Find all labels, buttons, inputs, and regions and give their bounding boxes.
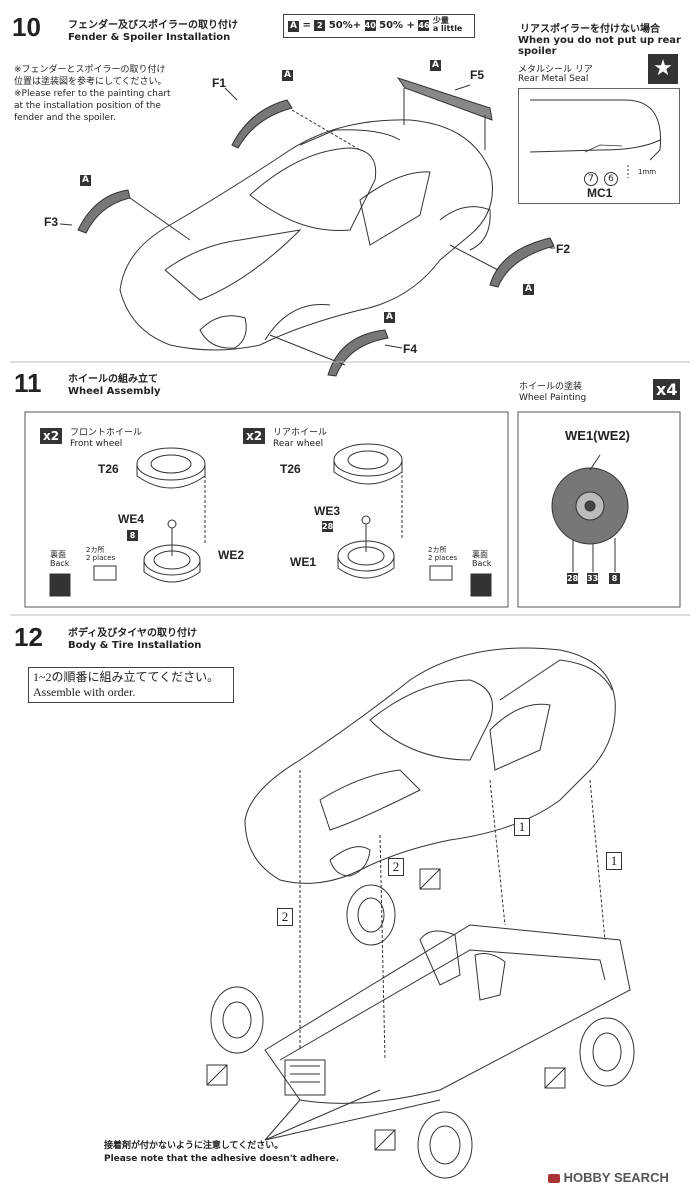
- paint-code: 46: [418, 20, 430, 31]
- part-we1-we2: WE1(WE2): [565, 428, 630, 443]
- paint-letter-f3: A: [80, 175, 91, 186]
- step-12-number: 12: [14, 622, 43, 652]
- seal-code-6: 6: [604, 172, 618, 186]
- paint-code-28: 28: [567, 573, 579, 584]
- paint-letter-f2: A: [523, 284, 534, 295]
- seal-code-7: 7: [584, 172, 598, 186]
- part-f5: F5: [470, 68, 485, 82]
- install-note: ※フェンダーとスポイラーの取り付け 位置は塗装図を参考にしてください。 ※Ple…: [14, 65, 171, 123]
- seal-label-jp: メタルシール リア: [518, 65, 593, 75]
- rear-seal-box: [518, 88, 680, 204]
- dimension-label: 1mm: [638, 168, 657, 176]
- order-note: 1~2の順番に組み立ててください。Assemble with order.: [28, 667, 234, 703]
- paint-letter-f4: A: [384, 312, 395, 323]
- part-t26-front: T26: [98, 462, 119, 476]
- paint-code-33: 33: [587, 573, 599, 584]
- watermark: HOBBY SEARCH: [548, 1170, 669, 1185]
- part-we4: WE4: [118, 512, 145, 526]
- paint-code: 2: [314, 20, 326, 31]
- step-11-number: 11: [14, 368, 42, 398]
- part-f1: F1: [212, 76, 227, 90]
- paint-code: 40: [364, 20, 376, 31]
- step-10-number-box: 10: [12, 12, 58, 46]
- step-number: 10: [12, 12, 41, 42]
- paint-code-28: 28: [322, 521, 334, 532]
- part-t26-rear: T26: [280, 462, 301, 476]
- step-11-title-en: Wheel Assembly: [68, 386, 161, 397]
- percent: 50% +: [379, 20, 415, 31]
- part-we2: WE2: [218, 548, 245, 562]
- adhesive-note: 接着剤が付かないように注意してください。Please note that the…: [104, 1141, 339, 1164]
- seal-label-en: Rear Metal Seal: [518, 74, 589, 84]
- order-marker-1: 1: [606, 852, 622, 870]
- order-marker-1: 1: [514, 818, 530, 836]
- front-qty-badge: x2: [40, 428, 63, 444]
- paint-letter-f1: A: [282, 70, 293, 81]
- step-title-jp: フェンダー及びスポイラーの取り付け: [68, 20, 238, 31]
- rear-qty-badge: x2: [243, 428, 266, 444]
- star-icon: ★: [648, 54, 678, 84]
- paint-letter-f5: A: [430, 60, 441, 71]
- camera-icon: [548, 1174, 560, 1184]
- paint-code-8: 8: [127, 530, 138, 541]
- rear-spoiler-title-en: When you do not put up rear spoiler: [518, 35, 681, 57]
- part-we1: WE1: [290, 555, 317, 569]
- paint-code-8: 8: [609, 573, 620, 584]
- part-f2: F2: [556, 242, 571, 256]
- percent: 50%+: [328, 20, 362, 31]
- part-f3: F3: [44, 215, 59, 229]
- step-title-en: Fender & Spoiler Installation: [68, 32, 231, 43]
- part-we3: WE3: [314, 504, 341, 518]
- paint-letter: A: [288, 21, 299, 32]
- part-f4: F4: [403, 342, 418, 356]
- step-12-title-en: Body & Tire Installation: [68, 640, 202, 651]
- equals: =: [302, 20, 311, 31]
- paint-qty-badge: x4: [653, 379, 681, 400]
- part-mc1: MC1: [587, 186, 613, 200]
- order-marker-2: 2: [277, 908, 293, 926]
- order-marker-2: 2: [388, 858, 404, 876]
- rear-spoiler-title-jp: リアスポイラーを付けない場合: [520, 24, 660, 35]
- step-11-title-jp: ホイールの組み立て: [68, 374, 158, 385]
- step-12-title-jp: ボディ及びタイヤの取り付け: [68, 628, 197, 639]
